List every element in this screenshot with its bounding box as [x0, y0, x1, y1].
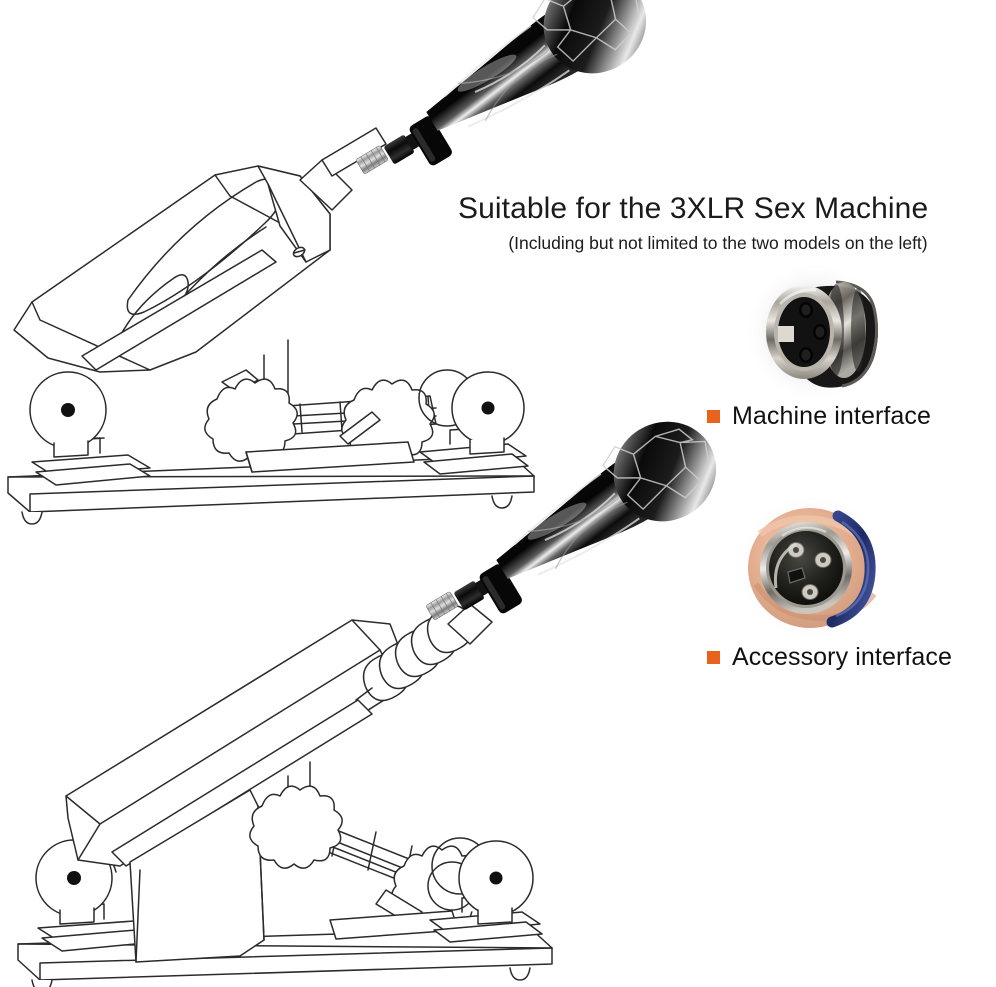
connector-upper — [356, 130, 424, 174]
machine-lower-illustration — [17, 603, 553, 987]
connector-lower — [426, 576, 494, 620]
legend-label-accessory-interface: Accessory interface — [732, 643, 953, 671]
accessory-interface-photo — [740, 495, 884, 639]
machine-interface-photo — [747, 264, 883, 400]
attachment-lower — [479, 421, 717, 614]
legend-label-machine-interface: Machine interface — [732, 402, 932, 430]
bullet-square-icon — [707, 410, 720, 423]
page-title: Suitable for the 3XLR Sex Machine — [458, 192, 929, 225]
machine-upper-illustration — [7, 127, 535, 525]
attachment-upper — [409, 0, 647, 166]
page-subtitle: (Including but not limited to the two mo… — [508, 233, 928, 253]
legend-item-accessory-interface: Accessory interface — [707, 643, 952, 672]
legend-item-machine-interface: Machine interface — [707, 402, 931, 431]
bullet-square-icon — [707, 651, 720, 664]
